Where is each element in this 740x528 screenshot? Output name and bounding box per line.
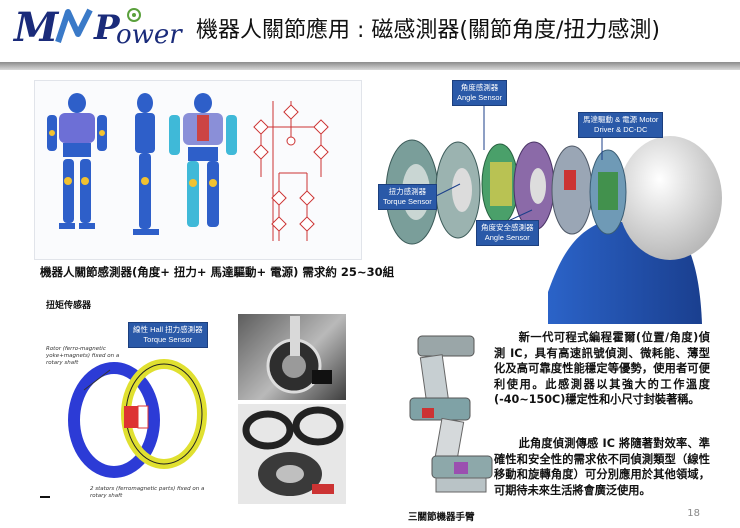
angle-sensor-label-zh: 角度感測器 [460,83,499,92]
robot-side-view [133,93,159,235]
torque-figure-label: 扭矩传感器 [46,301,92,311]
logo-swoosh-icon [55,8,93,43]
bullet-dash [40,496,50,498]
description-paragraph-2: 此角度偵測傳感 IC 將隨著對效率、準確性和安全性的需求依不同偵測類型（線性移動… [494,437,710,497]
hall-torque-label-zh: 線性 Hall 扭力感測器 [133,325,203,334]
sensor-photo-bottom-art [242,406,344,496]
robot-cutaway-view [169,93,237,227]
kinematic-joints [253,104,329,232]
description-paragraph-1: 新一代可程式編程霍爾(位置/角度)偵測 IC，具有高速訊號偵測、微耗能、薄型化及… [494,331,710,407]
stators-note: 2 stators (ferromagnetic parts) fixed on… [90,486,205,499]
angle-sensor-label-en: Angle Sensor [457,93,503,102]
safety-angle-sensor-callout: 角度安全感測器 Angle Sensor [476,220,539,246]
sensor-photo-top-art [266,316,332,394]
torque-ring-diagram [68,359,207,478]
title-divider [0,62,740,70]
robot-front-view [47,93,107,229]
logo-wordmark: ower [116,20,182,50]
exploded-joint-diagram [385,102,722,324]
arm-figure-caption: 三關節機器手臂 [408,512,475,523]
mpower-logo: M P ower [14,4,184,52]
hall-torque-callout: 線性 Hall 扭力感測器 Torque Sensor [128,322,208,348]
page-title: 機器人關節應用 : 磁感測器(關節角度/扭力感測) [196,18,660,43]
three-joint-arm-figure [396,330,502,506]
logo-mark-p: P [94,8,120,48]
torque-sensor-label-en: Torque Sensor [383,197,432,206]
torque-sensor-figure: 扭矩传感器 線性 Hall 扭力感測器 Torque Sensor Rotor … [34,290,224,510]
sensor-photo-top [238,314,346,400]
robot-joint-figure [34,80,362,260]
joint-exploded-figure: 角度感測器 Angle Sensor 馬達驅動 & 電源 Motor Drive… [372,72,722,324]
robot-figure-caption: 機器人關節感測器(角度+ 扭力+ 馬達驅動+ 電源) 需求約 25~30組 [40,265,395,279]
motor-driver-callout: 馬達驅動 & 電源 Motor Driver & DC-DC [578,112,664,138]
torque-sensor-label-zh: 扭力感測器 [388,187,427,196]
kinematic-diagram [260,101,322,241]
sensor-photo-bottom [238,404,346,504]
motor-driver-label-line1: 馬達驅動 & 電源 Motor [583,115,659,124]
hall-torque-label-en: Torque Sensor [143,335,193,344]
safety-angle-label-en: Angle Sensor [484,233,530,242]
logo-mark-m: M [14,4,58,51]
safety-angle-label-zh: 角度安全感測器 [481,223,534,232]
angle-sensor-callout: 角度感測器 Angle Sensor [452,80,508,106]
arm-diagram [409,335,493,493]
joint-dome-cover [618,136,722,260]
motor-driver-label-line2: Driver & DC-DC [594,125,648,134]
robot-diagram [47,93,329,241]
rotor-note: Rotor (ferro-magnetic yoke+magnets) fixe… [46,346,120,366]
page-number: 18 [687,508,700,519]
torque-sensor-callout: 扭力感測器 Torque Sensor [378,184,437,210]
logo-flower-icon [127,8,141,22]
